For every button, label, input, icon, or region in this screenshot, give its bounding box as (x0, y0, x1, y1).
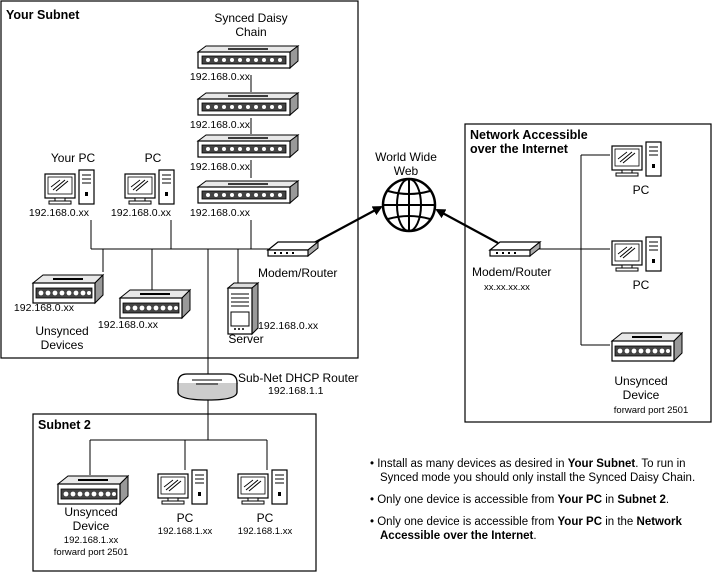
unsynced-ip: 192.168.0.xx (14, 302, 75, 314)
network-modem-ip: xx.xx.xx.xx (484, 282, 530, 293)
device-icon (57, 475, 129, 505)
pc-icon (611, 236, 662, 272)
daisy-title-line1: Synced Daisy (214, 11, 287, 25)
note-text: . (665, 494, 670, 506)
subnet2-pc1-ip: 192.168.1.xx (158, 526, 213, 537)
notes-list: • Install as many devices as desired in … (370, 457, 710, 551)
modem-label: Modem/Router (258, 266, 337, 280)
pc-ip: 192.168.0.xx (111, 207, 172, 219)
device-icon (611, 332, 683, 362)
note-emphasis: Subnet 2 (617, 494, 666, 506)
modem-icon (489, 241, 541, 257)
subnet1-title: Your Subnet (6, 8, 80, 22)
note-emphasis: Network Accessible over the Internet (380, 516, 682, 542)
pc-icon (44, 169, 95, 205)
server-icon (226, 281, 260, 336)
note-text: . To run in Synced mode you should only … (380, 458, 696, 484)
note-text: Only one device is accessible from (377, 494, 558, 506)
modem-icon (267, 241, 319, 257)
your-subnet-frame (0, 0, 359, 359)
network-device-label-line1: Unsynced (614, 374, 667, 388)
pc-icon (237, 469, 288, 505)
daisy-device-icon (197, 92, 299, 116)
unsynced-label-line1: Unsynced (35, 324, 88, 338)
dhcp-router-icon (177, 373, 238, 401)
subnet2-frame (32, 413, 317, 572)
subnet2-device-label-line2: Device (73, 519, 110, 533)
note-emphasis: Your Subnet (567, 458, 636, 470)
subnet1-wiring (90, 75, 270, 375)
subnet2-pc1-label: PC (177, 511, 194, 525)
daisy-ip: 192.168.0.xx (190, 161, 251, 173)
daisy-device-icon (197, 180, 299, 204)
subnet2-pc2-label: PC (257, 511, 274, 525)
network-title-line2: over the Internet (470, 142, 569, 156)
note-text: . (533, 530, 537, 542)
daisy-device-icon (197, 134, 299, 158)
daisy-ip: 192.168.0.xx (190, 71, 251, 83)
note-text: Only one device is accessible from (377, 516, 558, 528)
subnet2-pc2-ip: 192.168.1.xx (238, 526, 293, 537)
network-device-port: forward port 2501 (614, 405, 688, 416)
web-label-line1: World Wide (375, 150, 437, 164)
daisy-ip: 192.168.0.xx (190, 119, 251, 131)
subnet2-device-ip: 192.168.1.xx (64, 535, 119, 546)
daisy-title-line2: Chain (235, 25, 266, 39)
server-label: Server (228, 332, 263, 346)
subnet2-title: Subnet 2 (38, 418, 91, 432)
arrow-subnet-to-web (313, 206, 383, 244)
network-pc1-label: PC (633, 183, 650, 197)
daisy-device-icon (197, 45, 299, 69)
note-item: • Only one device is accessible from You… (370, 494, 670, 506)
pc-icon (157, 469, 208, 505)
device-icon (32, 274, 104, 304)
network-device-label-line2: Device (623, 388, 660, 402)
globe-icon (381, 177, 437, 233)
note-emphasis: Your PC (557, 494, 602, 506)
device-icon (119, 289, 191, 319)
subnet2-wiring (89, 400, 268, 475)
your-pc-ip: 192.168.0.xx (29, 207, 90, 219)
pc-label: PC (145, 151, 162, 165)
note-item: • Install as many devices as desired in … (370, 458, 696, 484)
note-item: • Only one device is accessible from You… (370, 516, 682, 542)
dhcp-ip: 192.168.1.1 (268, 385, 324, 397)
your-pc-label: Your PC (51, 151, 96, 165)
server-ip: 192.168.0.xx (258, 320, 319, 332)
web-label-line2: Web (394, 164, 419, 178)
network-modem-label: Modem/Router (472, 265, 551, 279)
pc-icon (124, 169, 175, 205)
note-text: Install as many devices as desired in (377, 458, 568, 470)
note-text: in the (602, 516, 637, 528)
network-wiring (530, 154, 610, 346)
unsynced-label-line2: Devices (41, 338, 84, 352)
dhcp-label: Sub-Net DHCP Router (238, 371, 359, 385)
subnet2-device-port: forward port 2501 (54, 547, 128, 558)
network-title-line1: Network Accessible (470, 128, 588, 142)
daisy-ip: 192.168.0.xx (190, 207, 251, 219)
pc-icon (611, 141, 662, 177)
subnet2-device-label-line1: Unsynced (64, 505, 117, 519)
note-text: in (602, 494, 618, 506)
arrow-network-to-web (435, 209, 499, 244)
unsynced-ip: 192.168.0.xx (98, 319, 159, 331)
network-pc2-label: PC (633, 278, 650, 292)
note-emphasis: Your PC (557, 516, 602, 528)
network-accessible-frame (464, 123, 712, 423)
